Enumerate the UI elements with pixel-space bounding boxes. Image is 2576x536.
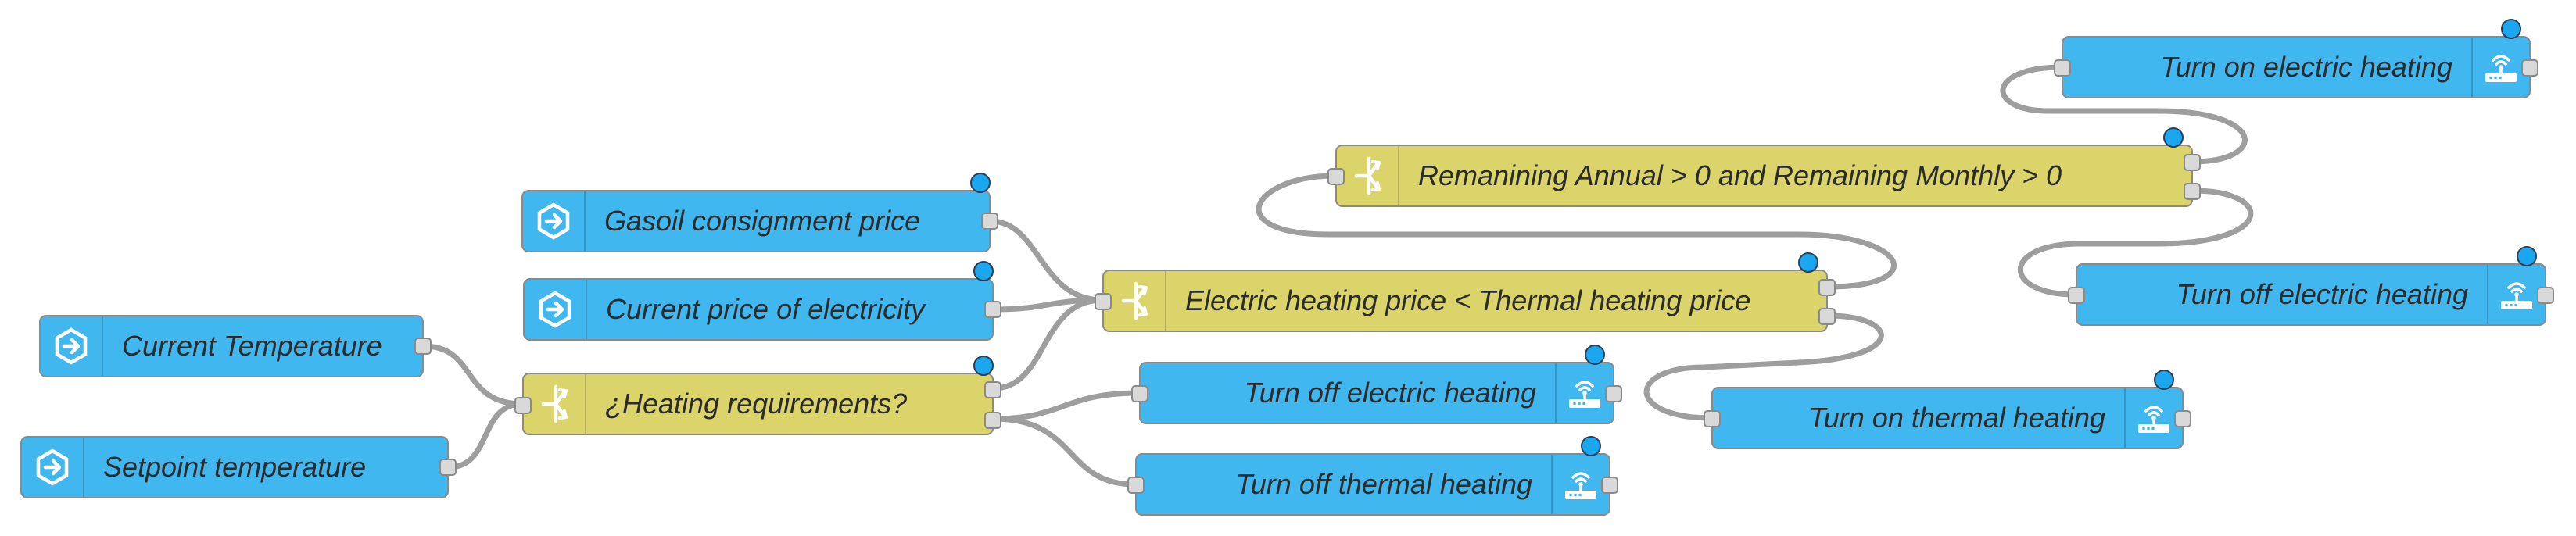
node-label: Current Temperature <box>122 330 382 362</box>
output-port[interactable] <box>414 338 432 355</box>
output-port-1[interactable] <box>1818 279 1836 296</box>
node-gasoil-consignment-price[interactable]: Gasoil consignment price <box>521 173 998 252</box>
status-indicator <box>973 261 994 281</box>
wire-remaining-to-off-electric[interactable] <box>2018 188 2254 298</box>
input-port[interactable] <box>1131 385 1148 402</box>
node-label: ¿Heating requirements? <box>605 388 908 420</box>
status-indicator <box>2517 246 2537 266</box>
node-turn-on-electric-heating[interactable]: Turn on electric heating <box>2054 19 2538 98</box>
node-label: Turn off electric heating <box>1244 377 1536 409</box>
node-label: Turn on thermal heating <box>1808 402 2105 434</box>
output-port[interactable] <box>439 459 457 476</box>
switch-icon <box>1337 146 1399 205</box>
output-port[interactable] <box>1605 385 1622 402</box>
node-label: Turn on electric heating <box>2160 51 2452 83</box>
output-port[interactable] <box>2537 287 2554 304</box>
switch-icon <box>524 374 586 434</box>
router-icon <box>2124 388 2182 448</box>
output-port[interactable] <box>1601 477 1618 494</box>
wire-price-compare-to-on-thermal[interactable] <box>1643 313 1884 421</box>
node-label: Setpoint temperature <box>103 451 367 483</box>
inject-icon <box>525 280 587 339</box>
output-port[interactable] <box>2174 410 2191 427</box>
router-icon <box>1555 363 1613 423</box>
status-indicator <box>1798 252 1818 273</box>
input-port[interactable] <box>514 397 532 414</box>
switch-icon <box>1104 271 1166 331</box>
output-port[interactable] <box>981 213 998 230</box>
input-port[interactable] <box>1704 410 1721 427</box>
status-indicator <box>970 173 991 193</box>
node-label: Current price of electricity <box>606 293 926 325</box>
output-port-2[interactable] <box>984 412 1001 429</box>
input-port[interactable] <box>2068 287 2085 304</box>
output-port-2[interactable] <box>1818 308 1836 325</box>
output-port-1[interactable] <box>984 381 1001 398</box>
node-label: Turn off thermal heating <box>1235 468 1532 500</box>
input-port[interactable] <box>2054 59 2071 77</box>
wire-current-temp-to-heating-req[interactable] <box>421 343 525 407</box>
wire-heating-req-to-price-compare[interactable] <box>991 297 1105 391</box>
input-port[interactable] <box>1095 293 1112 310</box>
inject-icon <box>523 191 586 251</box>
node-setpoint-temperature[interactable]: Setpoint temperature <box>20 436 457 498</box>
output-port-1[interactable] <box>2184 154 2201 171</box>
node-label: Remanining Annual > 0 and Remaining Mont… <box>1418 159 2062 191</box>
node-turn-off-electric-heating-1[interactable]: Turn off electric heating <box>1131 345 1622 424</box>
router-icon <box>1551 455 1609 514</box>
input-port[interactable] <box>1327 168 1345 185</box>
wire-setpoint-to-heating-req[interactable] <box>446 401 525 470</box>
node-heating-requirements[interactable]: ¿Heating requirements? <box>514 356 1001 435</box>
wire-remaining-to-on-electric[interactable] <box>2000 64 2248 165</box>
output-port[interactable] <box>984 301 1001 318</box>
node-turn-on-thermal-heating[interactable]: Turn on thermal heating <box>1704 370 2191 449</box>
node-label: Gasoil consignment price <box>604 205 921 237</box>
output-port[interactable] <box>2521 59 2538 77</box>
node-label: Turn off electric heating <box>2176 278 2468 310</box>
inject-icon <box>41 316 103 376</box>
wire-heating-req-to-off-electric[interactable] <box>991 390 1142 422</box>
node-electric-vs-thermal-price[interactable]: Electric heating price < Thermal heating… <box>1095 252 1836 332</box>
node-label: Electric heating price < Thermal heating… <box>1185 284 1751 316</box>
router-icon <box>2487 265 2545 324</box>
node-current-price-of-electricity[interactable]: Current price of electricity <box>523 261 1001 341</box>
node-remaining-annual-monthly[interactable]: Remanining Annual > 0 and Remaining Mont… <box>1327 127 2201 207</box>
status-indicator <box>1585 345 1605 365</box>
node-turn-off-electric-heating-2[interactable]: Turn off electric heating <box>2068 246 2554 326</box>
node-current-temperature[interactable]: Current Temperature <box>39 315 432 377</box>
output-port-2[interactable] <box>2184 183 2201 200</box>
status-indicator <box>973 356 994 376</box>
inject-icon <box>22 438 84 497</box>
node-turn-off-thermal-heating[interactable]: Turn off thermal heating <box>1127 436 1618 516</box>
router-icon <box>2471 38 2529 97</box>
status-indicator <box>2154 370 2174 390</box>
status-indicator <box>2163 127 2184 148</box>
input-port[interactable] <box>1127 477 1145 494</box>
status-indicator <box>1581 436 1601 456</box>
status-indicator <box>2501 19 2521 39</box>
wire-gasoil-to-price-compare[interactable] <box>987 218 1105 303</box>
wire-price-compare-to-remaining[interactable] <box>1256 173 1897 290</box>
wire-heating-req-to-off-thermal[interactable] <box>991 416 1138 488</box>
